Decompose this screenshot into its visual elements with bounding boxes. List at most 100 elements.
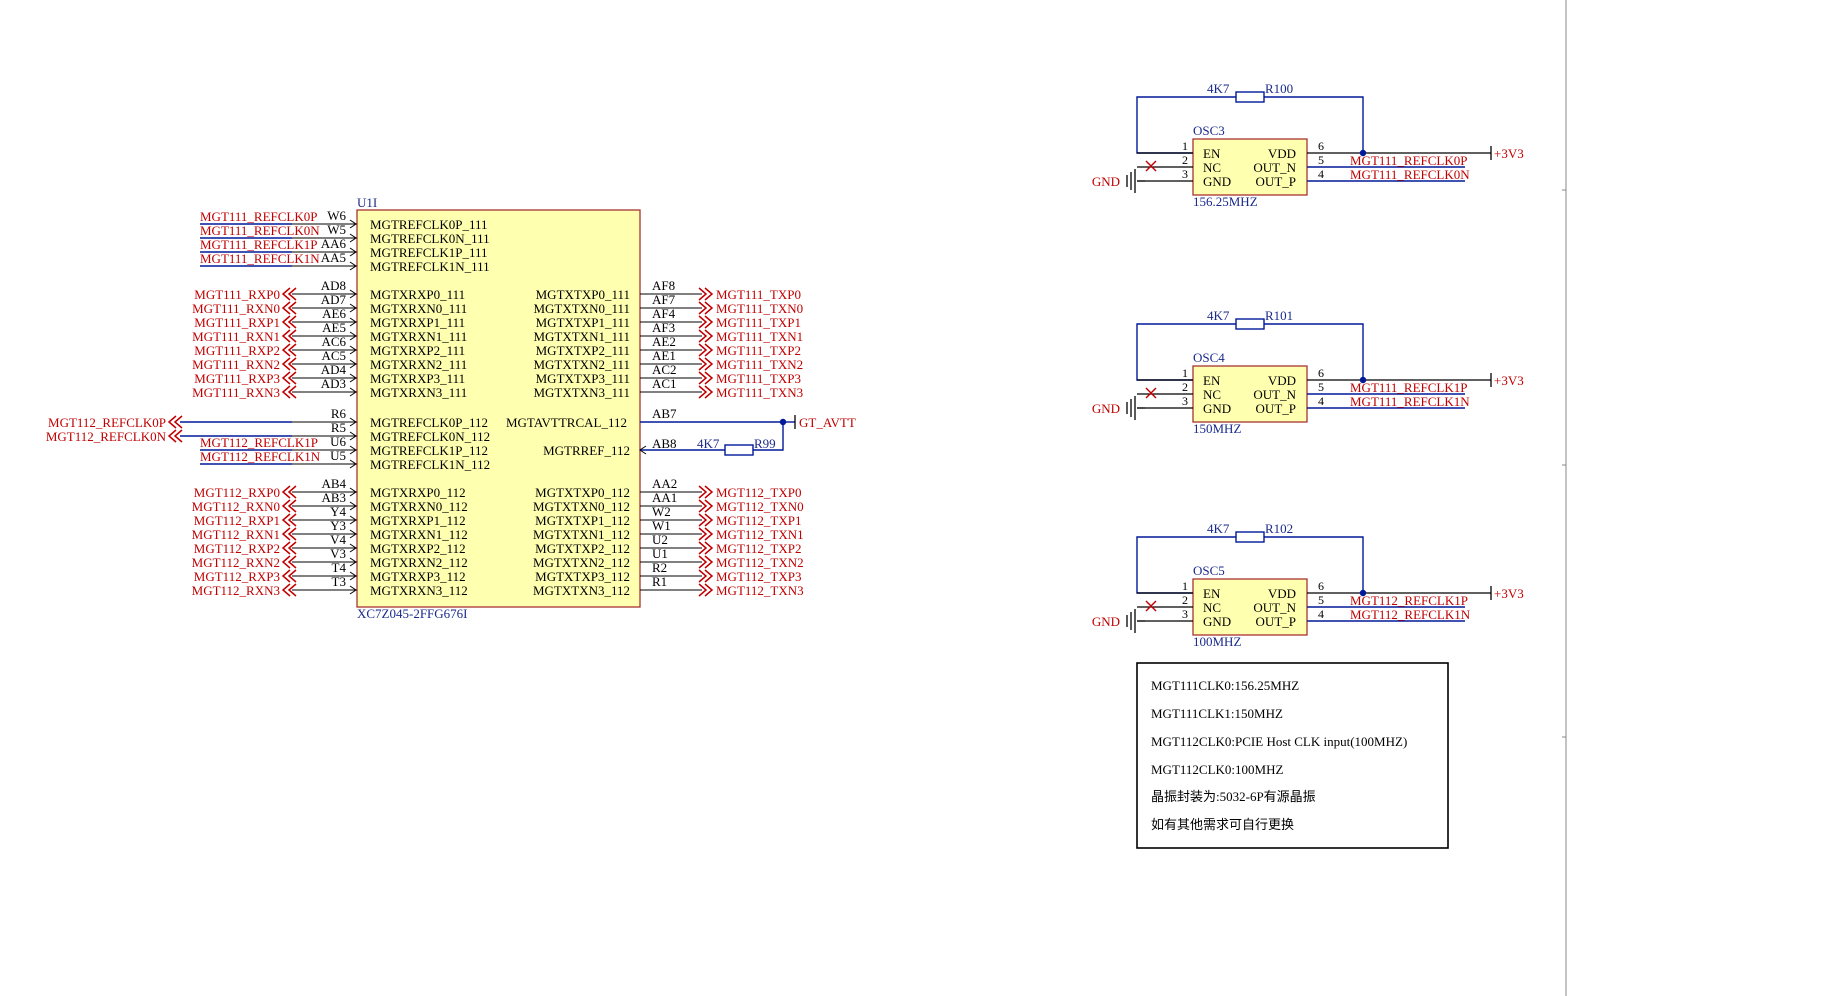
pin-name: MGTXRXN1_112 — [370, 527, 468, 542]
port-chevron — [704, 371, 714, 385]
oscillator-ref: OSC3 — [1193, 123, 1225, 138]
net-port-label: MGT112_REFCLK0N — [46, 429, 167, 444]
port-chevron — [173, 415, 183, 429]
pin-number: AF8 — [652, 278, 675, 293]
port-chevron — [698, 385, 708, 399]
power-net-label: +3V3 — [1494, 373, 1524, 388]
pin-name: MGTREFCLK1P_112 — [370, 443, 488, 458]
pin-name: MGTXRXP0_111 — [370, 287, 465, 302]
note-line: MGT111CLK0:156.25MHZ — [1151, 678, 1299, 693]
port-chevron — [704, 329, 714, 343]
port-chevron — [704, 301, 714, 315]
pin-number: 1 — [1182, 579, 1188, 593]
pin-arrow — [349, 445, 357, 455]
vdd-wire — [1264, 536, 1364, 593]
resistor-value: 4K7 — [697, 436, 720, 451]
note-line: 晶振封装为:5032-6P有源晶振 — [1151, 789, 1316, 804]
pin-number: 3 — [1182, 167, 1188, 181]
port-chevron — [698, 583, 708, 597]
port-chevron — [704, 315, 714, 329]
net-port-label: MGT112_RXN0 — [192, 499, 280, 514]
junction-dot — [1359, 149, 1367, 157]
pin-arrow — [349, 373, 357, 383]
pin-number: Y4 — [330, 504, 346, 519]
port-chevron — [287, 343, 297, 357]
net-label: MGT111_REFCLK1N — [200, 251, 320, 266]
pin-number: 4 — [1318, 607, 1324, 621]
oscillator-ref: OSC5 — [1193, 563, 1225, 578]
oscillator-frequency: 150MHZ — [1193, 421, 1241, 436]
net-label: MGT111_REFCLK1P — [1350, 380, 1468, 395]
resistor-ref: R102 — [1265, 521, 1293, 536]
pin-name: GND — [1203, 614, 1231, 629]
pin-name: MGTREFCLK1P_111 — [370, 245, 488, 260]
oscillator-body — [1192, 365, 1308, 423]
port-chevron — [704, 513, 714, 527]
net-label: MGT112_REFCLK1N — [1350, 607, 1471, 622]
net-port-label: MGT111_TXP3 — [716, 371, 801, 386]
resistor-ref: R100 — [1265, 81, 1293, 96]
port-chevron — [287, 315, 297, 329]
pin-number: V4 — [330, 532, 346, 547]
note-line: MGT111CLK1:150MHZ — [1151, 706, 1283, 721]
net-label: MGT111_REFCLK1N — [1350, 394, 1470, 409]
pin-number: R6 — [331, 406, 347, 421]
port-chevron — [281, 541, 291, 555]
power-net-label: +3V3 — [1494, 586, 1524, 601]
port-chevron — [704, 569, 714, 583]
pin-number: AD4 — [321, 362, 347, 377]
pin-name: VDD — [1268, 146, 1296, 161]
pin-name: OUT_P — [1256, 614, 1296, 629]
pin-name: NC — [1203, 160, 1221, 175]
pin-name: MGTXTXN0_111 — [533, 301, 630, 316]
pin-arrow — [349, 303, 357, 313]
notes-box — [1136, 662, 1449, 849]
pin-number: AD7 — [321, 292, 347, 307]
pin-name: EN — [1203, 373, 1221, 388]
net-port-label: MGT111_RXP3 — [194, 371, 280, 386]
pin-number: T3 — [332, 574, 346, 589]
net-port-label: MGT112_REFCLK0P — [48, 415, 166, 430]
port-chevron — [287, 513, 297, 527]
net-port-label: MGT111_TXN3 — [716, 385, 803, 400]
oscillator-frequency: 100MHZ — [1193, 634, 1241, 649]
net-port-label: MGT111_RXP1 — [194, 315, 280, 330]
pin-arrow — [349, 571, 357, 581]
pin-arrow — [349, 417, 357, 427]
port-chevron — [698, 485, 708, 499]
pin-number: AB3 — [321, 490, 346, 505]
pin-name: MGTXTXN0_112 — [533, 499, 630, 514]
pin-name: MGTREFCLK0P_111 — [370, 217, 488, 232]
port-chevron — [167, 429, 177, 443]
resistor-ref: R101 — [1265, 308, 1293, 323]
power-net-label: GT_AVTT — [799, 415, 856, 430]
pin-arrow — [639, 445, 647, 455]
port-chevron — [287, 287, 297, 301]
pin-number: 5 — [1318, 153, 1324, 167]
port-chevron — [287, 301, 297, 315]
pin-name: MGTXRXP1_111 — [370, 315, 465, 330]
pin-arrow — [349, 459, 357, 469]
pin-number: R5 — [331, 420, 346, 435]
pin-number: V3 — [330, 546, 346, 561]
port-chevron — [698, 329, 708, 343]
u11-body — [356, 209, 641, 608]
port-chevron — [281, 385, 291, 399]
port-chevron — [698, 343, 708, 357]
pin-arrow — [349, 359, 357, 369]
net-port-label: MGT111_TXP2 — [716, 343, 801, 358]
pin-arrow — [349, 387, 357, 397]
note-line: MGT112CLK0:100MHZ — [1151, 762, 1283, 777]
resistor — [1235, 91, 1265, 103]
pin-name: OUT_N — [1253, 160, 1296, 175]
port-chevron — [698, 513, 708, 527]
port-chevron — [698, 527, 708, 541]
net-port-label: MGT112_RXP0 — [194, 485, 280, 500]
pin-number: U6 — [330, 434, 346, 449]
pin-arrow — [349, 501, 357, 511]
port-chevron — [698, 499, 708, 513]
port-chevron — [698, 315, 708, 329]
net-label: MGT112_REFCLK1P — [1350, 593, 1468, 608]
vdd-wire — [1264, 323, 1364, 380]
